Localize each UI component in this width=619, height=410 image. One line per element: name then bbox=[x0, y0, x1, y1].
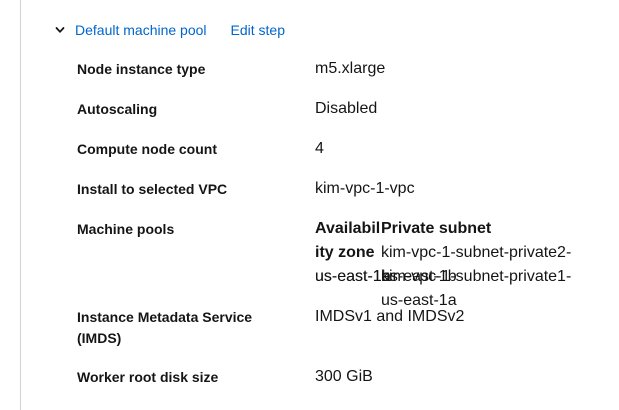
install-vpc-label: Install to selected VPC bbox=[77, 181, 228, 197]
root-disk-value: 300 GiB bbox=[315, 368, 373, 385]
node-instance-type-value: m5.xlarge bbox=[315, 60, 386, 77]
compute-node-count-label: Compute node count bbox=[77, 141, 217, 157]
edit-step-link[interactable]: Edit step bbox=[230, 22, 286, 38]
availability-zone-cell: us-east-1b bbox=[315, 268, 391, 285]
left-border-rule bbox=[20, 0, 21, 410]
machine-pools-table: Availability zone us-east-1a us-east-1b … bbox=[315, 217, 595, 309]
root-disk-label: Worker root disk size bbox=[77, 369, 219, 385]
chevron-down-icon[interactable] bbox=[54, 24, 66, 36]
imds-label: Instance Metadata Service (IMDS) bbox=[77, 309, 253, 346]
private-subnet-cell: kim-vpc-1-subnet-private1-us-east-1a bbox=[381, 268, 572, 309]
compute-node-count-value: 4 bbox=[315, 140, 324, 157]
availability-zone-header: Availability zone bbox=[315, 220, 381, 261]
default-machine-pool-toggle[interactable]: Default machine pool bbox=[75, 22, 207, 38]
private-subnet-column: Private subnet kim-vpc-1-subnet-private2… bbox=[381, 217, 595, 309]
private-subnet-cell: kim-vpc-1-subnet-private2-us-east-1b bbox=[381, 244, 572, 285]
section-header: Default machine pool Edit step bbox=[54, 20, 285, 40]
install-vpc-value: kim-vpc-1-vpc bbox=[315, 180, 415, 197]
availability-zone-cell: us-east-1a bbox=[315, 268, 391, 285]
imds-value: IMDSv1 and IMDSv2 bbox=[315, 308, 465, 325]
autoscaling-label: Autoscaling bbox=[77, 101, 158, 117]
private-subnet-header: Private subnet bbox=[381, 220, 492, 237]
machine-pools-label: Machine pools bbox=[77, 221, 175, 237]
availability-zone-column: Availability zone us-east-1a us-east-1b bbox=[315, 217, 391, 285]
autoscaling-value: Disabled bbox=[315, 100, 378, 117]
node-instance-type-label: Node instance type bbox=[77, 61, 206, 77]
